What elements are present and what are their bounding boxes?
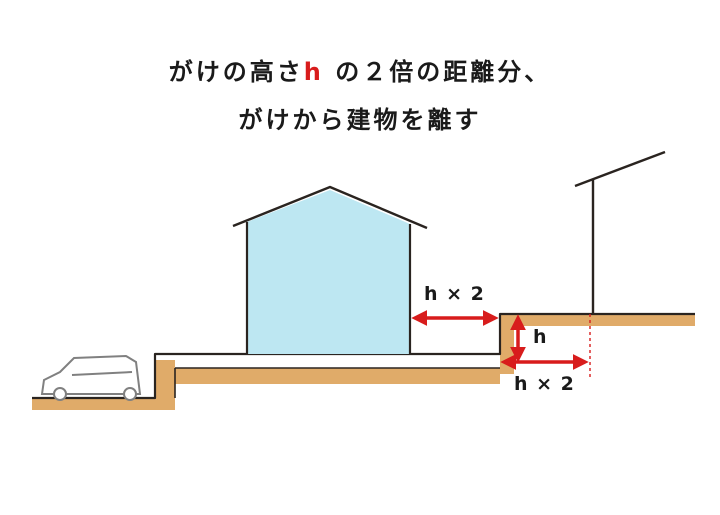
- title-line-1: がけの高さh の２倍の距離分、: [0, 52, 720, 87]
- title-text-a: がけの高さ: [168, 58, 304, 86]
- label-h-times-2-top: h × 2: [424, 283, 485, 305]
- lower-ground: [32, 360, 500, 410]
- label-h: h: [533, 326, 548, 348]
- title-h-variable: h: [303, 58, 324, 86]
- upper-building: [574, 150, 666, 314]
- upper-ground: [500, 314, 695, 374]
- car: [40, 354, 142, 401]
- house: [232, 185, 428, 354]
- label-h-times-2-bottom: h × 2: [514, 373, 575, 395]
- title-text-b: の２倍の距離分、: [323, 58, 552, 86]
- title-line-2: がけから建物を離す: [238, 106, 482, 134]
